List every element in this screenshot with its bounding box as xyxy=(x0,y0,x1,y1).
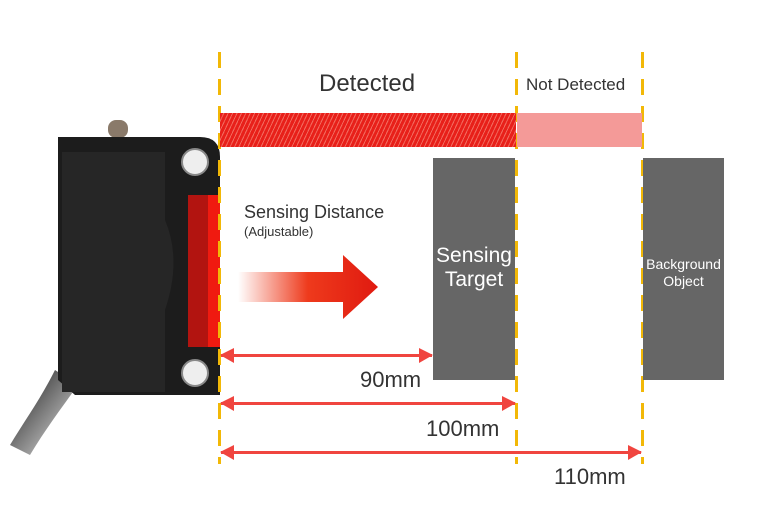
background-object-line2: Object xyxy=(663,273,704,289)
background-object-line1: Background xyxy=(646,256,721,272)
sensing-target-line2: Target xyxy=(444,268,504,291)
dimension-arrow-90mm xyxy=(220,348,433,363)
guide-line-sensor xyxy=(218,52,221,464)
sensing-distance-title: Sensing Distance xyxy=(244,202,385,222)
sensing-target-line1: Sensing xyxy=(436,244,512,267)
not-detected-label: Not Detected xyxy=(526,75,626,94)
sensing-distance-subtitle: (Adjustable) xyxy=(244,224,314,239)
dimension-label-100mm: 100mm xyxy=(426,416,500,441)
photoelectric-sensor-image xyxy=(10,120,220,455)
beam-arrow-icon xyxy=(238,255,378,319)
not-detected-zone-bar xyxy=(517,113,642,147)
detected-zone-bar xyxy=(220,113,516,147)
dimension-arrow-100mm xyxy=(220,396,516,411)
background-object: Background Object xyxy=(643,158,724,380)
guide-line-110mm xyxy=(641,52,644,464)
detected-label: Detected xyxy=(319,70,416,97)
guide-line-100mm xyxy=(515,52,518,464)
dimension-label-90mm: 90mm xyxy=(360,367,422,392)
sensing-target: Sensing Target xyxy=(433,158,515,380)
dimension-label-110mm: 110mm xyxy=(554,464,626,489)
dimension-arrow-110mm xyxy=(220,445,642,460)
